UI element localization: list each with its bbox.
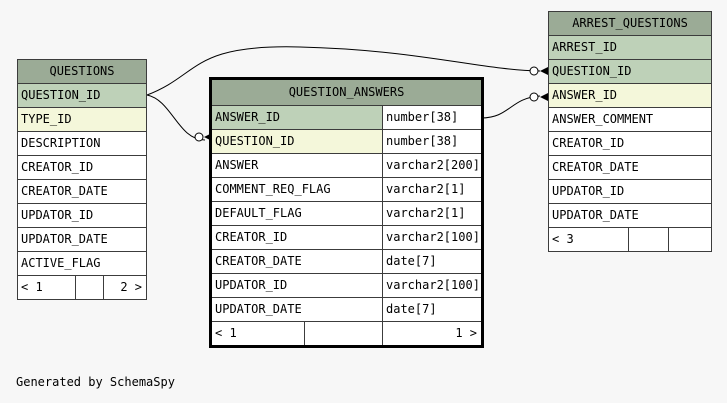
table-arrest-questions[interactable]: ARREST_QUESTIONS ARREST_ID QUESTION_ID A… [548, 11, 712, 252]
column-type: number[38] [382, 129, 482, 154]
column-updator-id[interactable]: UPDATOR_ID [548, 179, 712, 204]
parents-count[interactable]: < 1 [17, 275, 76, 300]
column-type-id[interactable]: TYPE_ID [17, 107, 147, 132]
footer-spacer [627, 227, 670, 252]
table-title[interactable]: QUESTIONS [17, 59, 147, 84]
column-answer-comment[interactable]: ANSWER_COMMENT [548, 107, 712, 132]
column-creator-date[interactable]: CREATOR_DATE [548, 155, 712, 180]
table-question-answers[interactable]: QUESTION_ANSWERS ANSWER_ID number[38] QU… [209, 77, 484, 348]
column-type: date[7] [382, 297, 482, 322]
column-question-id[interactable]: QUESTION_ID [548, 59, 712, 84]
table-title[interactable]: ARREST_QUESTIONS [548, 11, 712, 36]
column-creator-id[interactable]: CREATOR_ID [17, 155, 147, 180]
crowfoot-arrow [540, 67, 548, 75]
footer-spacer [303, 321, 384, 346]
column-answer[interactable]: ANSWER [211, 153, 383, 178]
column-answer-id[interactable]: ANSWER_ID [548, 83, 712, 108]
column-type: varchar2[100] [382, 273, 482, 298]
column-updator-id[interactable]: UPDATOR_ID [211, 273, 383, 298]
column-creator-date[interactable]: CREATOR_DATE [211, 249, 383, 274]
column-active-flag[interactable]: ACTIVE_FLAG [17, 251, 147, 276]
column-description[interactable]: DESCRIPTION [17, 131, 147, 156]
column-type: varchar2[200] [382, 153, 482, 178]
column-type: varchar2[1] [382, 201, 482, 226]
relationship-end-circle [529, 66, 539, 76]
table-questions[interactable]: QUESTIONS QUESTION_ID TYPE_ID DESCRIPTIO… [17, 59, 147, 300]
column-creator-date[interactable]: CREATOR_DATE [17, 179, 147, 204]
relationship-questions-to-question-answers [146, 94, 206, 141]
column-answer-id[interactable]: ANSWER_ID [211, 105, 383, 130]
relationship-end-circle [529, 92, 539, 102]
column-creator-id[interactable]: CREATOR_ID [548, 131, 712, 156]
column-creator-id[interactable]: CREATOR_ID [211, 225, 383, 250]
parents-count[interactable]: < 3 [548, 227, 629, 252]
footer-spacer [668, 227, 712, 252]
column-updator-id[interactable]: UPDATOR_ID [17, 203, 147, 228]
column-default-flag[interactable]: DEFAULT_FLAG [211, 201, 383, 226]
column-updator-date[interactable]: UPDATOR_DATE [548, 203, 712, 228]
generated-by-label: Generated by SchemaSpy [16, 375, 175, 389]
children-count[interactable]: 1 > [382, 321, 482, 346]
column-arrest-id[interactable]: ARREST_ID [548, 35, 712, 60]
column-updator-date[interactable]: UPDATOR_DATE [17, 227, 147, 252]
parents-count[interactable]: < 1 [211, 321, 305, 346]
column-type: varchar2[1] [382, 177, 482, 202]
column-type: varchar2[100] [382, 225, 482, 250]
crowfoot-arrow [204, 133, 212, 141]
footer-spacer [74, 275, 105, 300]
children-count[interactable]: 2 > [103, 275, 147, 300]
column-comment-req-flag[interactable]: COMMENT_REQ_FLAG [211, 177, 383, 202]
column-question-id[interactable]: QUESTION_ID [17, 83, 147, 108]
table-title[interactable]: QUESTION_ANSWERS [211, 79, 482, 106]
column-type: number[38] [382, 105, 482, 130]
relationship-questions-to-arrest-questions [146, 46, 541, 96]
relationship-end-circle [194, 132, 204, 142]
crowfoot-arrow [540, 93, 548, 101]
column-question-id[interactable]: QUESTION_ID [211, 129, 383, 154]
column-type: date[7] [382, 249, 482, 274]
column-updator-date[interactable]: UPDATOR_DATE [211, 297, 383, 322]
